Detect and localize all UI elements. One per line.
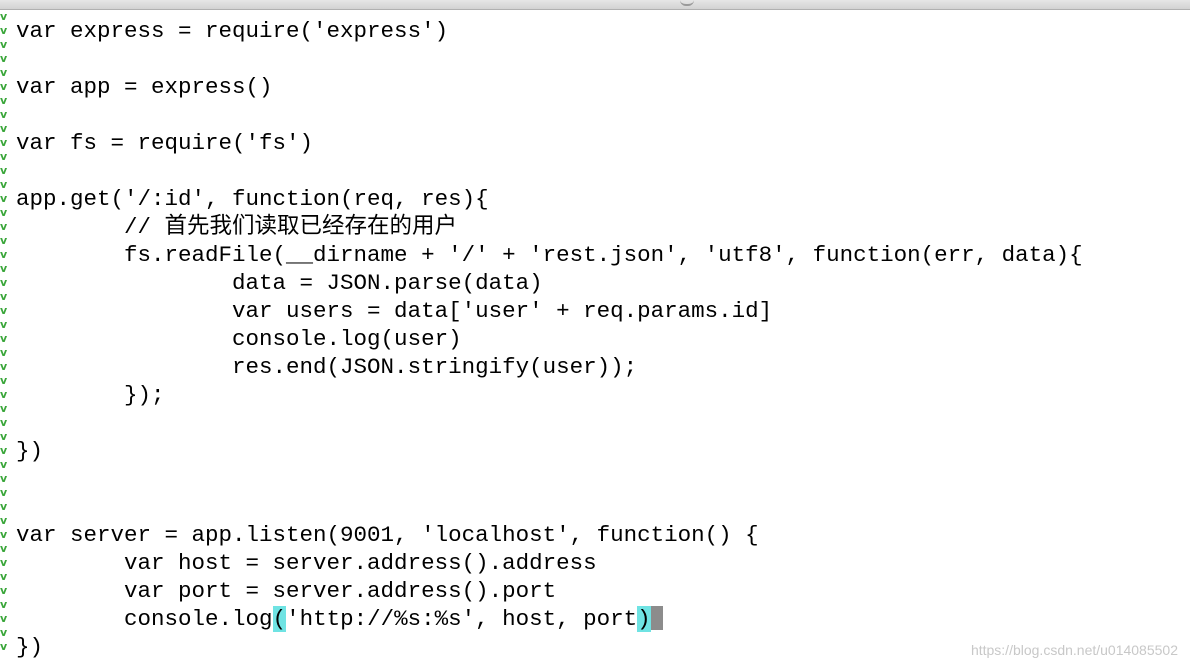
code-line[interactable] xyxy=(16,409,1186,437)
code-line[interactable]: var app = express() xyxy=(16,74,273,100)
code-line[interactable]: console.log(user) xyxy=(16,326,462,352)
gutter-marker-icon: v xyxy=(0,402,8,415)
gutter-marker-icon: v xyxy=(0,388,8,401)
gutter-marker-icon: v xyxy=(0,570,8,583)
code-line[interactable] xyxy=(16,493,1186,521)
window-top-bar xyxy=(0,0,1190,10)
gutter-marker-icon: v xyxy=(0,52,8,65)
gutter-marker-icon: v xyxy=(0,136,8,149)
gutter-marker-icon: v xyxy=(0,542,8,555)
gutter-marker-icon: v xyxy=(0,514,8,527)
gutter-marker-icon: v xyxy=(0,472,8,485)
code-line[interactable] xyxy=(16,465,1186,493)
code-line[interactable]: }) xyxy=(16,634,44,660)
code-line[interactable]: var port = server.address().port xyxy=(16,578,557,604)
code-line[interactable]: var users = data['user' + req.params.id] xyxy=(16,298,773,324)
code-line[interactable]: data = JSON.parse(data) xyxy=(16,270,543,296)
gutter-marker-icon: v xyxy=(0,220,8,233)
gutter-marker-icon: v xyxy=(0,584,8,597)
code-editor[interactable]: var express = require('express') var app … xyxy=(16,17,1186,661)
code-line[interactable] xyxy=(16,101,1186,129)
gutter-marker-icon: v xyxy=(0,458,8,471)
text-cursor xyxy=(650,606,663,630)
code-line[interactable] xyxy=(16,157,1186,185)
gutter-marker-icon: v xyxy=(0,262,8,275)
code-line[interactable]: app.get('/:id', function(req, res){ xyxy=(16,186,489,212)
gutter-marker-icon: v xyxy=(0,374,8,387)
gutter-marker-icon: v xyxy=(0,626,8,639)
gutter-marker-icon: v xyxy=(0,444,8,457)
gutter-marker-icon: v xyxy=(0,360,8,373)
code-line[interactable]: var express = require('express') xyxy=(16,18,449,44)
gutter-marker-icon: v xyxy=(0,150,8,163)
gutter-marker-icon: v xyxy=(0,178,8,191)
code-line[interactable]: fs.readFile(__dirname + '/' + 'rest.json… xyxy=(16,242,1083,268)
gutter-marker-icon: v xyxy=(0,500,8,513)
gutter-marker-icon: v xyxy=(0,528,8,541)
gutter-marker-icon: v xyxy=(0,122,8,135)
gutter-marker-icon: v xyxy=(0,108,8,121)
gutter-marker-icon: v xyxy=(0,234,8,247)
gutter-marker-icon: v xyxy=(0,346,8,359)
gutter-marker-icon: v xyxy=(0,556,8,569)
code-line[interactable]: var fs = require('fs') xyxy=(16,130,314,156)
gutter-marker-icon: v xyxy=(0,248,8,261)
code-line[interactable]: }); xyxy=(16,382,165,408)
code-line[interactable]: var server = app.listen(9001, 'localhost… xyxy=(16,522,759,548)
code-line[interactable] xyxy=(16,45,1186,73)
gutter-marker-icon: v xyxy=(0,640,8,653)
gutter-marker-icon: v xyxy=(0,332,8,345)
code-line[interactable]: res.end(JSON.stringify(user)); xyxy=(16,354,638,380)
code-indent xyxy=(16,606,124,632)
gutter-marker-icon: v xyxy=(0,10,8,23)
gutter-marker-icon: v xyxy=(0,206,8,219)
code-text: console.log xyxy=(124,606,273,632)
bracket-highlight-open: ( xyxy=(272,606,287,632)
code-line[interactable]: // 首先我们读取已经存在的用户 xyxy=(16,214,458,240)
title-fragment-icon xyxy=(680,0,694,6)
code-line[interactable]: var host = server.address().address xyxy=(16,550,597,576)
gutter-marker-icon: v xyxy=(0,80,8,93)
gutter-marker-icon: v xyxy=(0,38,8,51)
gutter-marker-icon: v xyxy=(0,24,8,37)
gutter-marker-icon: v xyxy=(0,66,8,79)
gutter-marker-icon: v xyxy=(0,276,8,289)
gutter-marker-icon: v xyxy=(0,164,8,177)
gutter-marker-icon: v xyxy=(0,318,8,331)
watermark-text: https://blog.csdn.net/u014085502 xyxy=(970,642,1178,658)
gutter-marker-icon: v xyxy=(0,486,8,499)
code-line[interactable]: }) xyxy=(16,438,44,464)
code-text: 'http://%s:%s', host, port xyxy=(286,606,638,632)
gutter-marker-icon: v xyxy=(0,430,8,443)
gutter-marker-icon: v xyxy=(0,416,8,429)
gutter-marker-icon: v xyxy=(0,598,8,611)
bracket-highlight-close: ) xyxy=(637,606,651,632)
gutter-marker-icon: v xyxy=(0,192,8,205)
gutter-marker-icon: v xyxy=(0,612,8,625)
code-line-cursor[interactable]: console.log('http://%s:%s', host, port) xyxy=(16,605,1186,633)
gutter-marker-icon: v xyxy=(0,94,8,107)
gutter-marker-icon: v xyxy=(0,290,8,303)
gutter-marker-icon: v xyxy=(0,304,8,317)
